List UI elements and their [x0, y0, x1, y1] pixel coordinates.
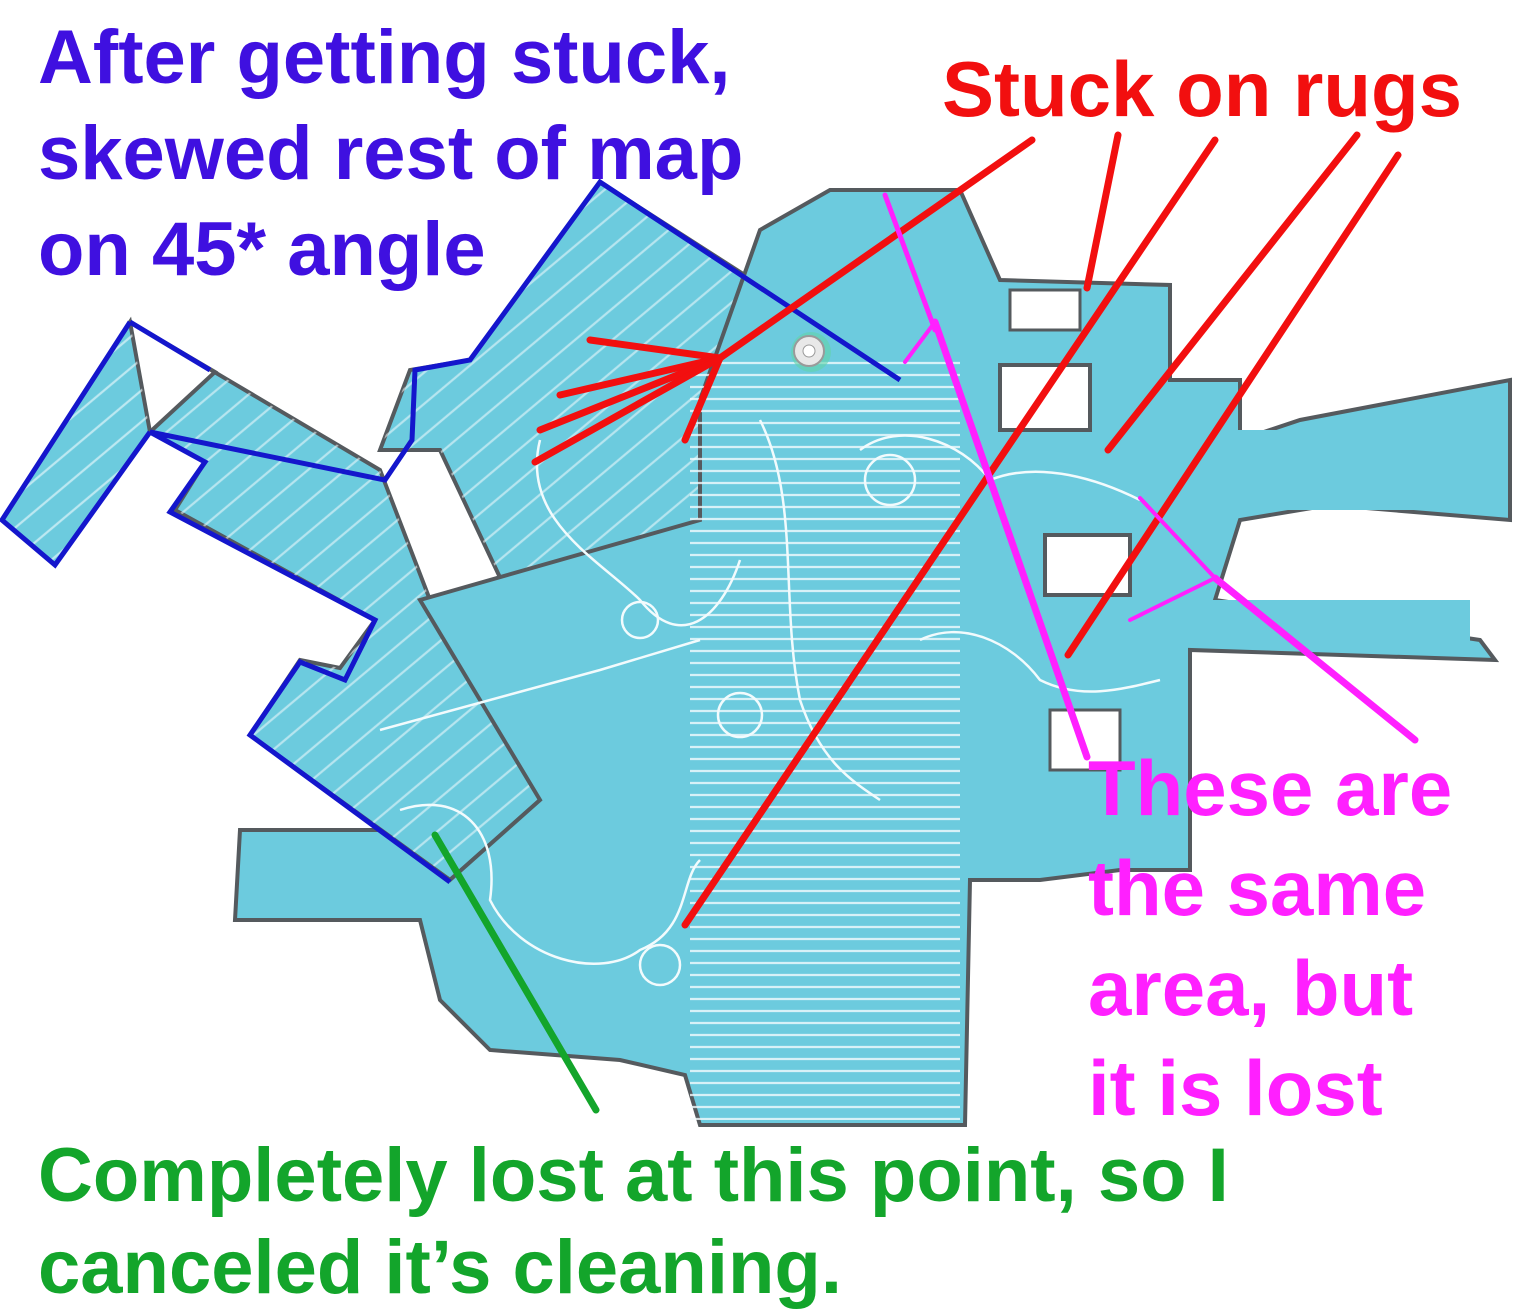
same-area-annotation-line: These are	[1088, 744, 1453, 832]
same-area-annotation: These are the same area, but it is lost	[1088, 738, 1452, 1138]
lost-annotation: Completely lost at this point, so I canc…	[38, 1130, 1229, 1312]
same-area-annotation-line: it is lost	[1088, 1044, 1383, 1132]
same-area-pointers	[882, 192, 1419, 761]
skew-annotation: After getting stuck, skewed rest of map …	[38, 10, 743, 298]
lost-annotation-line: Completely lost at this point, so I	[38, 1133, 1229, 1218]
robot-vacuum-icon	[791, 332, 831, 372]
skew-outline	[0, 178, 902, 885]
rug-pointers	[531, 131, 1402, 929]
same-area-annotation-line: area, but	[1088, 944, 1414, 1032]
rugs-annotation-line: Stuck on rugs	[942, 45, 1463, 133]
lost-annotation-line: canceled it’s cleaning.	[38, 1225, 842, 1310]
skew-annotation-line: skewed rest of map	[38, 111, 744, 196]
rugs-annotation: Stuck on rugs	[942, 50, 1462, 128]
skew-annotation-line: After getting stuck,	[38, 15, 731, 100]
skew-annotation-line: on 45* angle	[38, 207, 486, 292]
lost-pointer	[431, 831, 600, 1114]
same-area-annotation-line: the same	[1088, 844, 1427, 932]
